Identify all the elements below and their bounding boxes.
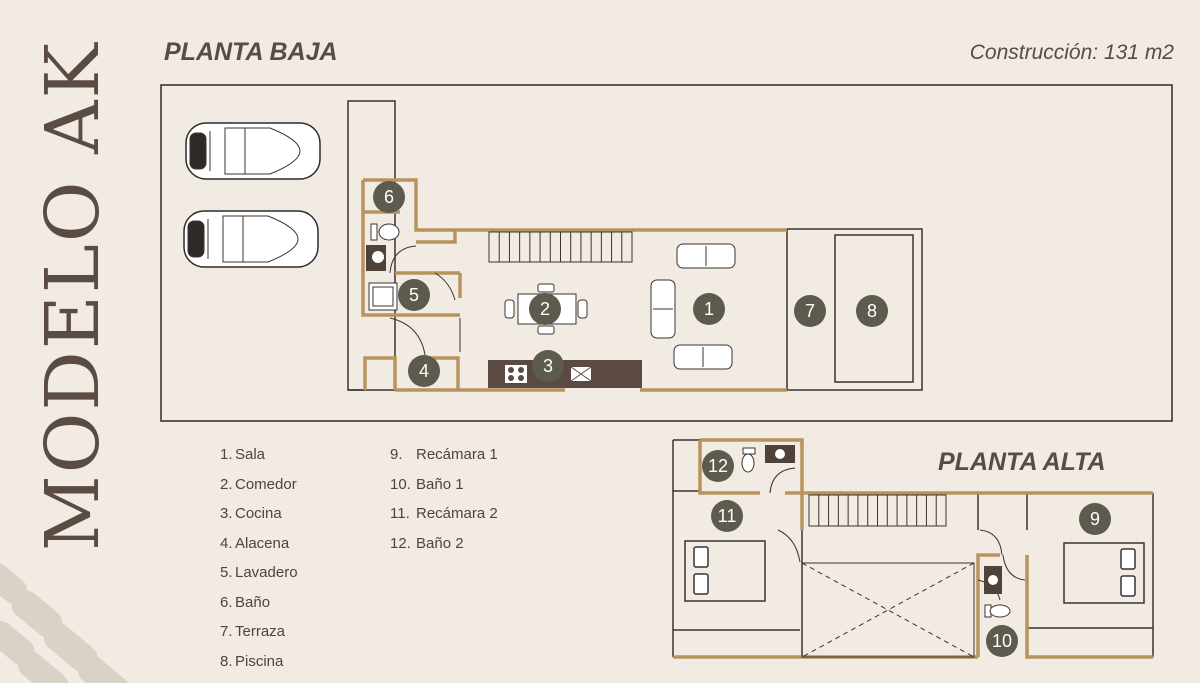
room-badge-2: 2 — [529, 293, 561, 325]
upper-walls — [673, 438, 1153, 659]
svg-text:10: 10 — [992, 631, 1012, 651]
legend-item: 8.Piscina — [220, 652, 284, 670]
legend-column-1: 1.Sala 2.Comedor 3.Cocina 4.Alacena 5.La… — [220, 440, 298, 676]
legend-column-2: 9.Recámara 1 10.Baño 1 11.Recámara 2 12.… — [390, 440, 498, 558]
door-swings — [389, 245, 461, 356]
svg-text:2: 2 — [540, 299, 550, 319]
svg-text:3: 3 — [543, 356, 553, 376]
room-badge-8: 8 — [856, 295, 888, 327]
sink-icon — [765, 445, 1002, 594]
car-icon — [183, 210, 319, 268]
house-outline — [347, 100, 923, 391]
legend-item: 11.Recámara 2 — [390, 505, 498, 522]
upper-floor-outline — [672, 439, 1154, 657]
legend-item: 2.Comedor — [220, 475, 297, 493]
sink-icon — [366, 245, 386, 271]
sofa-icon — [650, 243, 736, 370]
ground-floor-title: PLANTA BAJA — [164, 38, 338, 66]
room-badge-10: 10 — [986, 625, 1018, 657]
legend-item: 1.Sala — [220, 446, 266, 463]
legend-item: 12.Baño 2 — [390, 534, 464, 552]
svg-text:8: 8 — [867, 301, 877, 321]
svg-text:11: 11 — [718, 506, 737, 526]
svg-text:4: 4 — [419, 361, 429, 381]
svg-text:1: 1 — [704, 299, 714, 319]
svg-text:7: 7 — [805, 301, 815, 321]
bed-icon — [684, 540, 1145, 604]
svg-text:6: 6 — [384, 187, 394, 207]
decorative-leaves — [0, 562, 130, 683]
room-badge-9: 9 — [1079, 503, 1111, 535]
svg-text:5: 5 — [409, 285, 419, 305]
room-badge-6: 6 — [373, 181, 405, 213]
room-badge-7: 7 — [794, 295, 826, 327]
legend-item: 6.Baño — [220, 593, 271, 611]
svg-text:9: 9 — [1090, 509, 1100, 529]
upper-floor-title: PLANTA ALTA — [938, 448, 1106, 476]
legend-item: 4.Alacena — [220, 534, 290, 552]
stairs — [488, 231, 633, 263]
room-badge-12: 12 — [702, 450, 734, 482]
svg-text:12: 12 — [708, 456, 728, 476]
model-title: MODELO AK3 — [30, 36, 108, 551]
stairs — [808, 494, 947, 527]
ground-floor-lot — [160, 84, 1173, 422]
door-swings-upper — [769, 467, 1026, 601]
legend-item: 9.Recámara 1 — [390, 446, 498, 463]
kitchen-counter — [488, 360, 642, 388]
legend-item: 7.Terraza — [220, 623, 286, 640]
room-badge-3: 3 — [532, 350, 564, 382]
room-badge-5: 5 — [398, 279, 430, 311]
toilet-icon — [741, 447, 1011, 618]
washer-icon — [368, 282, 398, 311]
legend-item: 3.Cocina — [220, 505, 282, 522]
construction-area: Construcción: 131 m2 — [969, 41, 1174, 64]
legend-item: 10.Baño 1 — [390, 475, 464, 493]
room-badge-11: 11 — [711, 500, 743, 532]
void-opening — [801, 562, 975, 658]
legend-item: 5.Lavadero — [220, 564, 298, 581]
room-badge-4: 4 — [408, 355, 440, 387]
toilet-icon — [370, 223, 400, 241]
room-badge-1: 1 — [693, 293, 725, 325]
car-icon — [185, 122, 321, 180]
model-title-text: MODELO AK3 — [30, 36, 108, 551]
